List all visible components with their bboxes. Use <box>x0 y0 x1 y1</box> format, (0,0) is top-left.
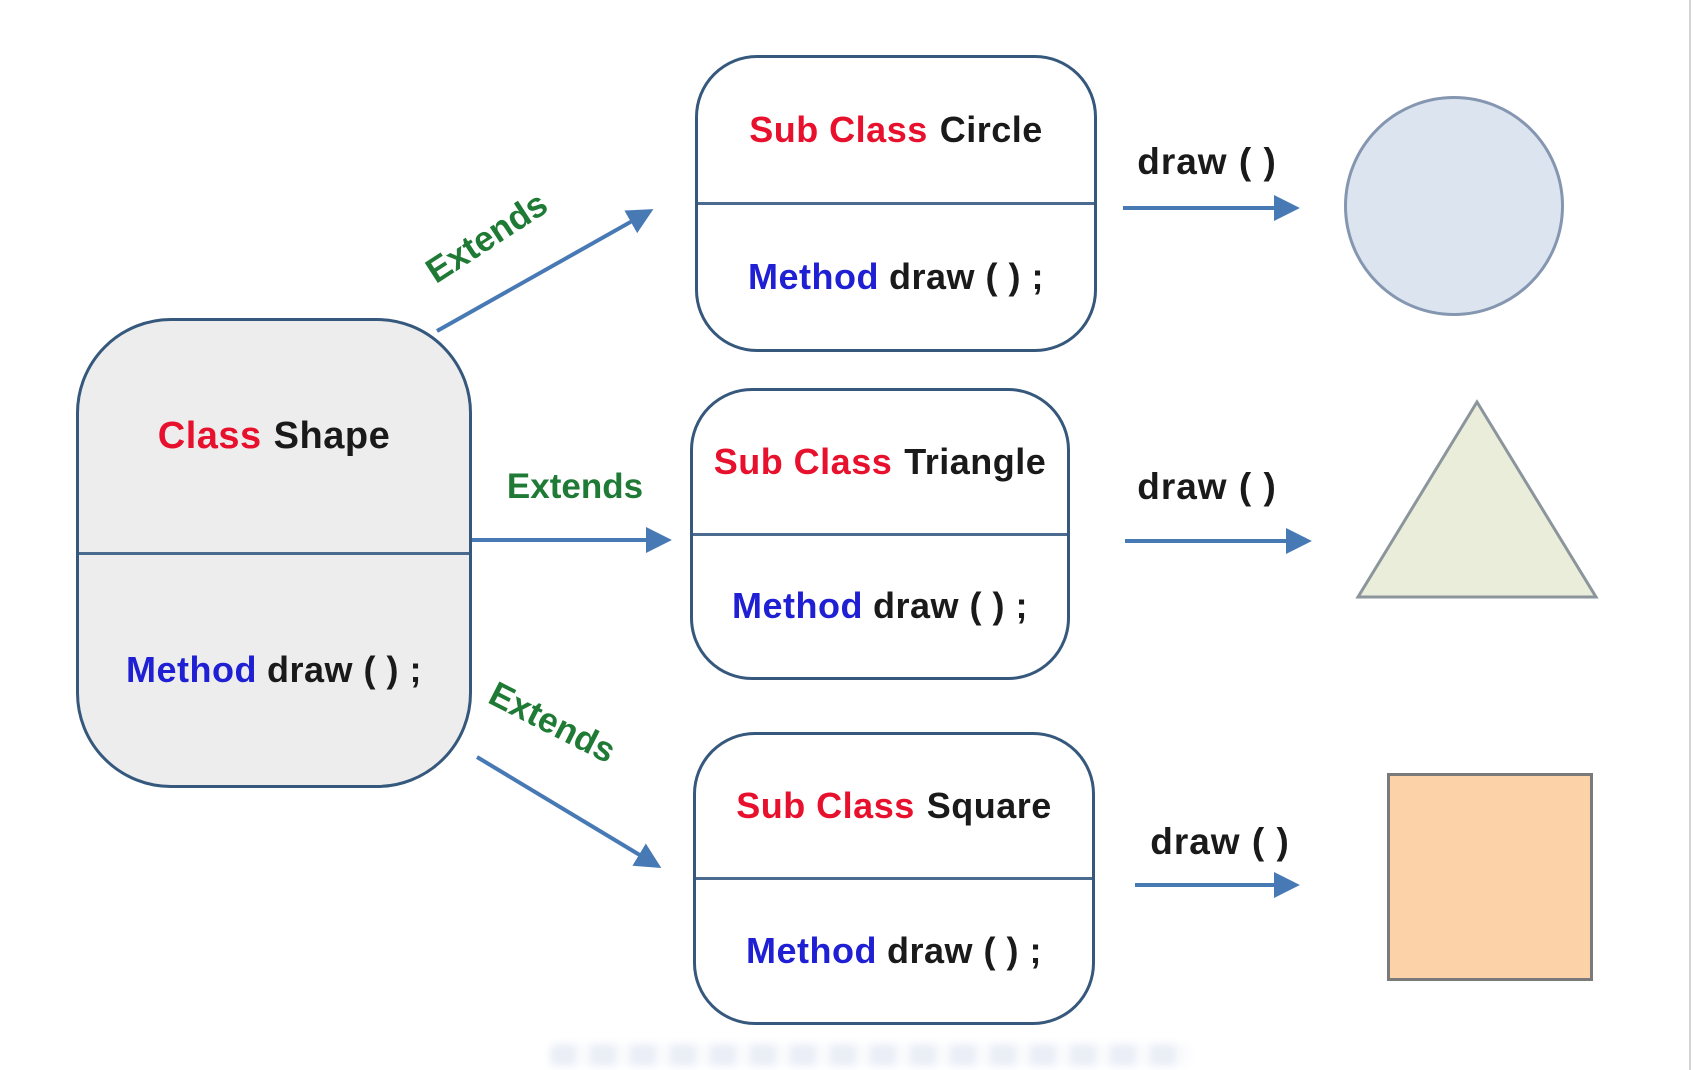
subclass-keyword: Sub Class <box>713 440 893 482</box>
draw-call-label-circle: draw ( ) <box>1137 141 1277 182</box>
subclass-triangle-title: Sub Class Triangle <box>714 441 1047 483</box>
subclass-name: Triangle <box>904 440 1047 482</box>
faded-caption-artifact <box>550 1044 1190 1066</box>
extends-label-circle: Extends <box>419 184 555 292</box>
method-signature: draw ( ) ; <box>886 930 1042 971</box>
subclass-keyword: Sub Class <box>736 785 915 826</box>
subclass-name: Square <box>926 785 1052 826</box>
drawn-triangle-shape <box>1355 399 1599 599</box>
subclass-circle-title-section: Sub Class Circle <box>698 58 1094 205</box>
method-signature: draw ( ) ; <box>888 256 1044 297</box>
subclass-name: Circle <box>939 109 1043 150</box>
method-keyword: Method <box>126 648 257 690</box>
class-shape-title: Class Shape <box>158 415 390 458</box>
method-keyword: Method <box>746 930 877 971</box>
drawn-circle-shape <box>1344 96 1564 316</box>
extends-label-triangle: Extends <box>506 467 644 506</box>
draw-call-label-square: draw ( ) <box>1150 821 1290 862</box>
extends-arrow-square <box>475 755 662 869</box>
subclass-circle-title: Sub Class Circle <box>749 109 1043 151</box>
subclass-square-title: Sub Class Square <box>736 785 1052 827</box>
drawn-square-shape <box>1387 773 1593 981</box>
method-keyword: Method <box>748 256 879 297</box>
subclass-keyword: Sub Class <box>749 109 928 150</box>
extends-label-square: Extends <box>482 674 622 771</box>
method-keyword: Method <box>732 585 863 627</box>
class-keyword: Class <box>157 414 262 457</box>
method-signature: draw ( ) ; <box>266 648 422 690</box>
subclass-triangle-title-section: Sub Class Triangle <box>693 391 1067 536</box>
draw-call-label-triangle: draw ( ) <box>1137 466 1277 507</box>
right-edge-line <box>1689 0 1691 1070</box>
subclass-square-title-section: Sub Class Square <box>696 735 1092 880</box>
class-shape-title-section: Class Shape <box>79 321 469 555</box>
class-name: Shape <box>273 414 391 457</box>
method-signature: draw ( ) ; <box>872 585 1028 627</box>
